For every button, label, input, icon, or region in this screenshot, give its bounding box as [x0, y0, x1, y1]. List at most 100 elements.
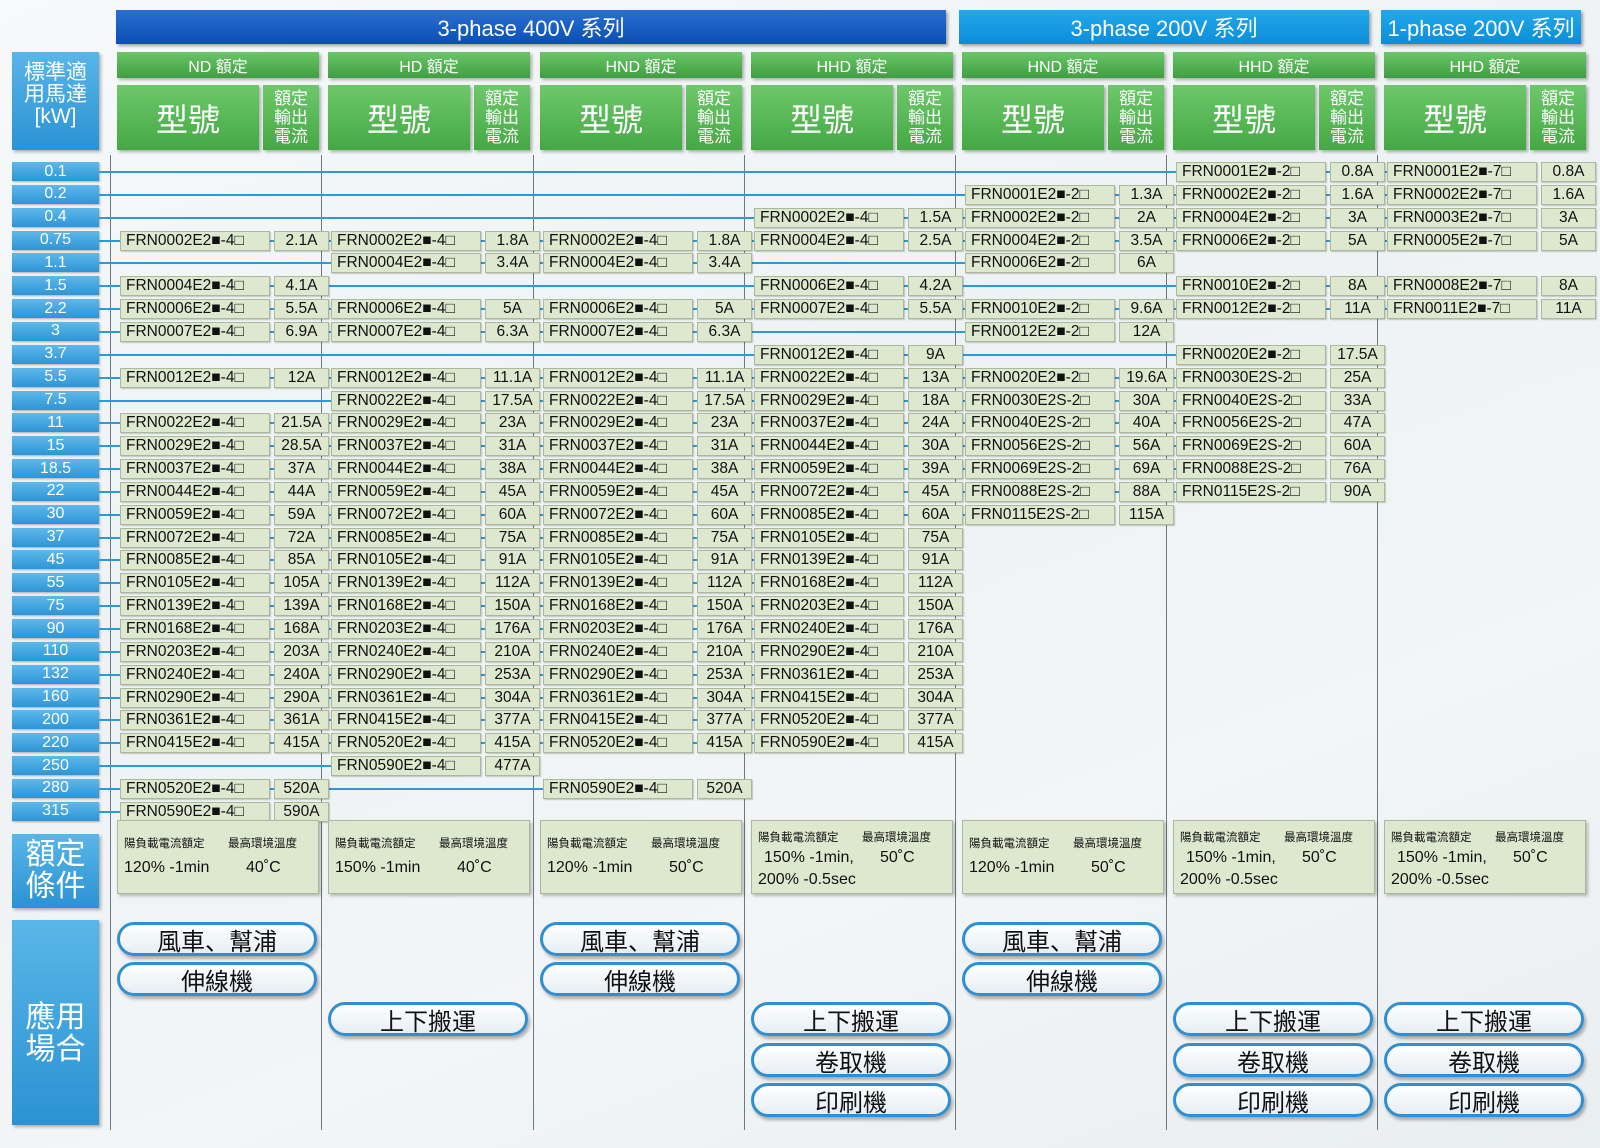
- model-cell: FRN0002E2■-4□: [543, 230, 693, 251]
- current-cell: 1.5A: [908, 207, 963, 228]
- current-cell: 1.6A: [1541, 184, 1596, 205]
- model-cell: FRN0006E2■-4□: [754, 276, 904, 297]
- current-column-header: 額定輸出電流: [474, 85, 530, 150]
- current-cell: 90A: [1330, 481, 1385, 502]
- current-cell: 361A: [274, 710, 329, 731]
- model-cell: FRN0022E2■-4□: [754, 367, 904, 388]
- model-cell: FRN0085E2■-4□: [331, 527, 481, 548]
- model-cell: FRN0006E2■-4□: [543, 299, 693, 320]
- current-cell: 115A: [1119, 504, 1174, 525]
- model-column-header: 型號: [540, 85, 682, 150]
- model-column-header: 型號: [328, 85, 470, 150]
- model-cell: FRN0010E2■-2□: [1176, 276, 1326, 297]
- current-cell: 1.3A: [1119, 184, 1174, 205]
- model-column-header: 型號: [117, 85, 259, 150]
- model-cell: FRN0105E2■-4□: [120, 573, 270, 594]
- model-cell: FRN0290E2■-4□: [120, 687, 270, 708]
- model-cell: FRN0139E2■-4□: [543, 573, 693, 594]
- model-cell: FRN0115E2S-2□: [1176, 481, 1326, 502]
- current-cell: 304A: [908, 687, 963, 708]
- model-cell: FRN0520E2■-4□: [543, 733, 693, 754]
- overload-label: 陽負載電流額定: [969, 838, 1050, 850]
- current-column-header-text: 額定輸出電流: [274, 89, 308, 146]
- model-cell: FRN0002E2■-2□: [965, 207, 1115, 228]
- row-connector-line: [99, 216, 1387, 219]
- rating-header: HHD 額定: [751, 52, 953, 78]
- model-cell: FRN0059E2■-4□: [754, 459, 904, 480]
- model-column-header: 型號: [1173, 85, 1315, 150]
- current-cell: 72A: [274, 527, 329, 548]
- current-column-header-text: 額定輸出電流: [1330, 89, 1364, 146]
- motor-kw-label: 5.5: [12, 367, 99, 387]
- model-cell: FRN0029E2■-4□: [754, 390, 904, 411]
- current-cell: 1.8A: [485, 230, 540, 251]
- model-cell: FRN0012E2■-4□: [120, 367, 270, 388]
- current-cell: 30A: [908, 436, 963, 457]
- model-cell: FRN0029E2■-4□: [543, 413, 693, 434]
- current-cell: 33A: [1330, 390, 1385, 411]
- model-cell: FRN0290E2■-4□: [754, 641, 904, 662]
- motor-kw-label: 220: [12, 733, 99, 753]
- current-cell: 11.1A: [485, 367, 540, 388]
- current-cell: 45A: [697, 481, 752, 502]
- model-cell: FRN0085E2■-4□: [120, 550, 270, 571]
- motor-kw-label: 0.2: [12, 184, 99, 204]
- current-cell: 377A: [485, 710, 540, 731]
- current-column-header-text: 額定輸出電流: [1541, 89, 1575, 146]
- model-cell: FRN0002E2■-2□: [1176, 184, 1326, 205]
- model-cell: FRN0088E2S-2□: [1176, 459, 1326, 480]
- current-cell: 377A: [697, 710, 752, 731]
- current-cell: 150A: [697, 596, 752, 617]
- current-cell: 23A: [697, 413, 752, 434]
- current-cell: 203A: [274, 641, 329, 662]
- current-cell: 8A: [1330, 276, 1385, 297]
- applications-header: 應用場合: [12, 920, 99, 1125]
- current-column-header: 額定輸出電流: [1108, 85, 1164, 150]
- rating-header: HHD 額定: [1173, 52, 1375, 78]
- current-cell: 176A: [697, 619, 752, 639]
- rating-header: HHD 額定: [1384, 52, 1586, 78]
- current-cell: 415A: [485, 733, 540, 754]
- model-cell: FRN0037E2■-4□: [754, 413, 904, 434]
- current-cell: 477A: [485, 756, 540, 777]
- overload-value: 200% -0.5sec: [758, 871, 856, 888]
- conditions-header-text: 額定條件: [25, 838, 86, 903]
- model-cell: FRN0056E2S-2□: [1176, 413, 1326, 434]
- model-cell: FRN0004E2■-4□: [120, 276, 270, 297]
- application-pill: 印刷機: [1173, 1083, 1373, 1117]
- model-cell: FRN0115E2S-2□: [965, 504, 1115, 525]
- current-cell: 39A: [908, 459, 963, 480]
- model-cell: FRN0059E2■-4□: [331, 481, 481, 502]
- current-cell: 176A: [485, 619, 540, 639]
- overload-label: 陽負載電流額定: [758, 832, 839, 844]
- motor-kw-label: 18.5: [12, 459, 99, 479]
- max-temp-label: 最高環境溫度: [439, 838, 508, 850]
- current-cell: 45A: [485, 481, 540, 502]
- max-temp-label: 最高環境溫度: [862, 832, 931, 844]
- model-cell: FRN0085E2■-4□: [754, 504, 904, 525]
- current-cell: 18A: [908, 390, 963, 411]
- applications-header-text: 應用場合: [25, 1001, 86, 1066]
- model-cell: FRN0012E2■-4□: [754, 344, 904, 365]
- current-cell: 4.2A: [908, 276, 963, 297]
- model-cell: FRN0415E2■-4□: [331, 710, 481, 731]
- model-cell: FRN0415E2■-4□: [120, 733, 270, 754]
- current-cell: 8A: [1541, 276, 1596, 297]
- current-cell: 0.8A: [1330, 162, 1385, 182]
- application-pill: 風車、幫浦: [540, 922, 740, 956]
- model-cell: FRN0002E2■-4□: [120, 230, 270, 251]
- motor-kw-label: 0.75: [12, 230, 99, 250]
- application-pill: 上下搬運: [751, 1002, 951, 1036]
- current-column-header: 額定輸出電流: [897, 85, 953, 150]
- current-cell: 60A: [485, 504, 540, 525]
- current-cell: 6A: [1119, 253, 1174, 274]
- max-temp-label: 最高環境溫度: [228, 838, 297, 850]
- current-cell: 253A: [485, 664, 540, 685]
- motor-kw-label: 132: [12, 664, 99, 684]
- current-cell: 75A: [485, 527, 540, 548]
- max-temp-value: 40˚C: [246, 859, 281, 876]
